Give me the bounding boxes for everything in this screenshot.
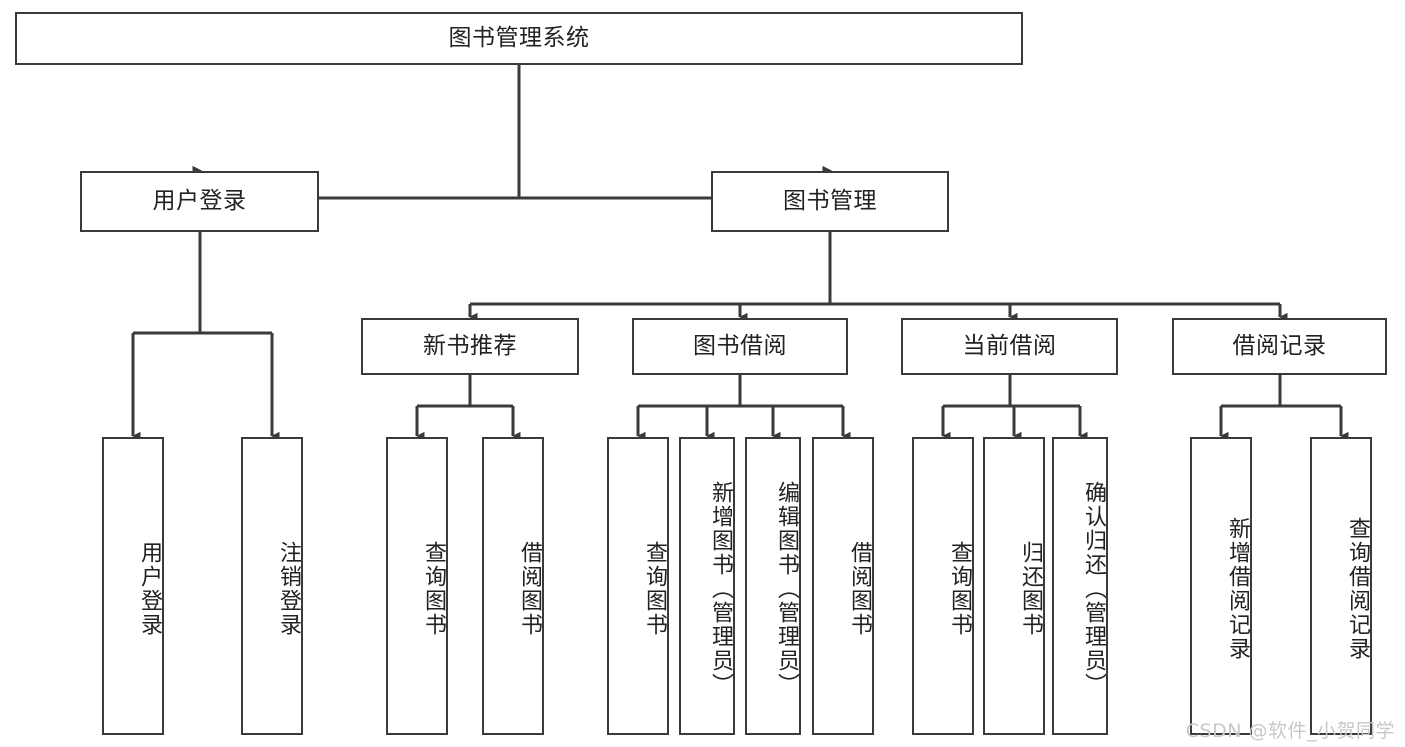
node-label: 当前借阅 — [962, 332, 1057, 359]
node-new-book-rec[interactable]: 新书推荐 — [361, 318, 579, 375]
node-leaf-query-record[interactable]: 查询借阅记录 — [1310, 437, 1372, 735]
node-label: 用户登录 — [152, 187, 247, 214]
node-leaf-add-record[interactable]: 新增借阅记录 — [1190, 437, 1252, 735]
node-leaf-user-login[interactable]: 用户登录 — [102, 437, 164, 735]
node-user-login[interactable]: 用户登录 — [80, 171, 319, 232]
node-leaf-query-book-1[interactable]: 查询图书 — [386, 437, 448, 735]
node-label: 归还图书 — [1018, 541, 1043, 637]
node-label: 确认归还（管理员） — [1081, 481, 1106, 697]
node-leaf-borrow-book-2[interactable]: 借阅图书 — [812, 437, 874, 735]
node-root[interactable]: 图书管理系统 — [15, 12, 1023, 65]
node-label: 查询图书 — [421, 541, 446, 637]
node-borrow-record[interactable]: 借阅记录 — [1172, 318, 1387, 375]
node-label: 查询借阅记录 — [1345, 517, 1370, 661]
node-leaf-edit-book[interactable]: 编辑图书（管理员） — [745, 437, 801, 735]
node-leaf-confirm-return[interactable]: 确认归还（管理员） — [1052, 437, 1108, 735]
node-book-manage[interactable]: 图书管理 — [711, 171, 949, 232]
node-label: 新增借阅记录 — [1225, 517, 1250, 661]
node-leaf-query-book-3[interactable]: 查询图书 — [912, 437, 974, 735]
node-label: 查询图书 — [947, 541, 972, 637]
node-label: 查询图书 — [642, 541, 667, 637]
node-label: 新增图书（管理员） — [708, 481, 733, 697]
node-label: 图书管理系统 — [448, 24, 590, 51]
node-label: 注销登录 — [276, 541, 301, 637]
node-label: 图书管理 — [783, 187, 877, 214]
node-leaf-add-book[interactable]: 新增图书（管理员） — [679, 437, 735, 735]
node-label: 用户登录 — [137, 541, 162, 637]
node-leaf-return-book[interactable]: 归还图书 — [983, 437, 1045, 735]
node-book-borrow[interactable]: 图书借阅 — [632, 318, 848, 375]
node-label: 借阅记录 — [1232, 332, 1327, 359]
node-current-borrow[interactable]: 当前借阅 — [901, 318, 1118, 375]
node-label: 借阅图书 — [847, 541, 872, 637]
node-leaf-query-book-2[interactable]: 查询图书 — [607, 437, 669, 735]
watermark-label: CSDN @软件_小贺同学 — [1185, 720, 1395, 742]
node-label: 借阅图书 — [517, 541, 542, 637]
node-leaf-logout[interactable]: 注销登录 — [241, 437, 303, 735]
node-leaf-borrow-book-1[interactable]: 借阅图书 — [482, 437, 544, 735]
node-label: 新书推荐 — [423, 332, 517, 359]
node-label: 图书借阅 — [693, 332, 787, 359]
node-label: 编辑图书（管理员） — [774, 481, 799, 697]
